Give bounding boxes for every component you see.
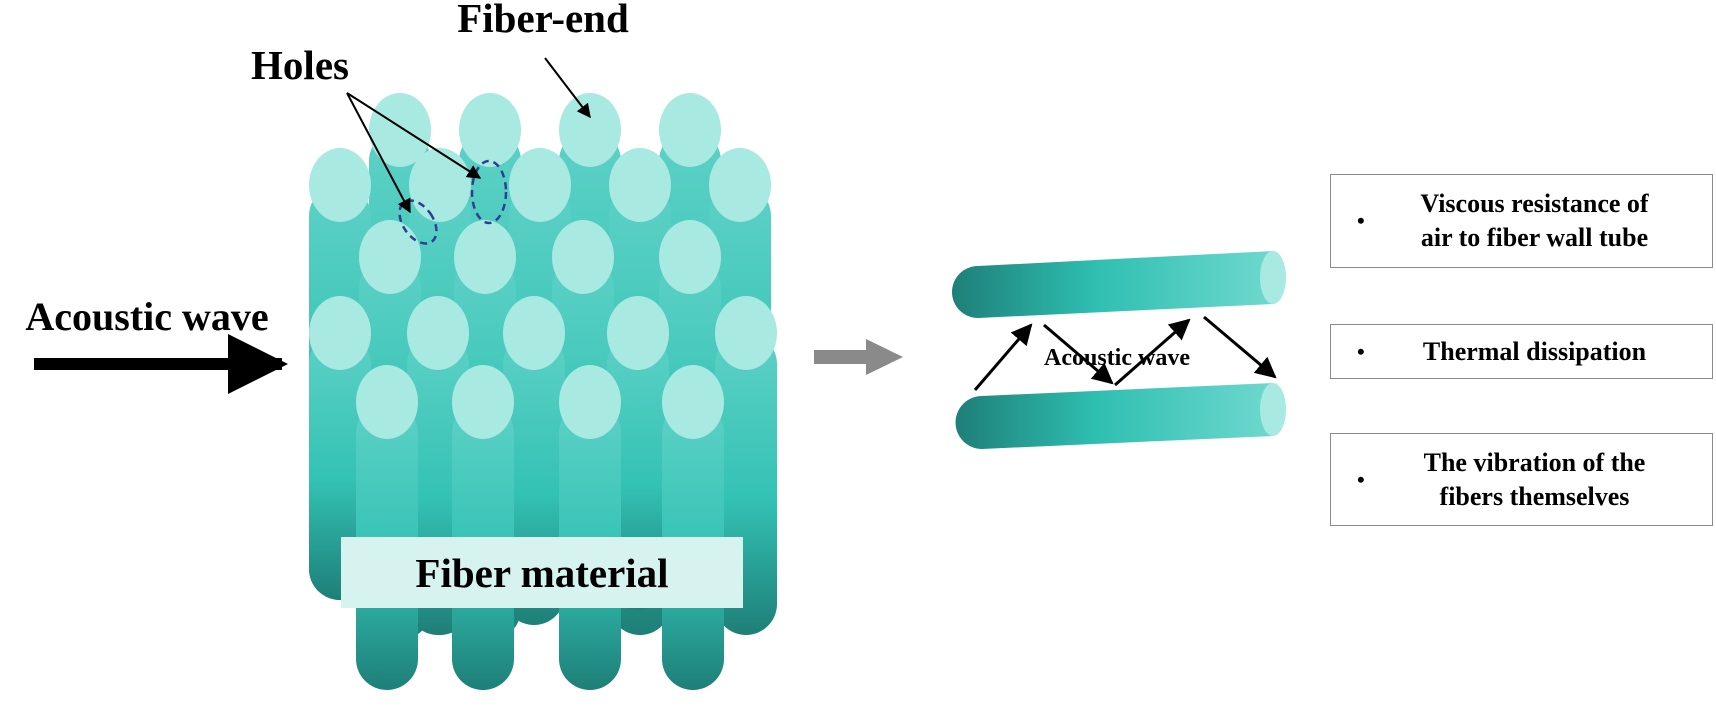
mechanism-box-thermal: • Thermal dissipation [1330, 324, 1713, 379]
holes-arrow-1 [346, 92, 411, 214]
reflection-arrows [973, 315, 1277, 391]
mechanism-box-vibration: • The vibration of the fibers themselves [1330, 433, 1713, 526]
bullet-icon: • [1357, 466, 1365, 492]
hole-1 [398, 199, 438, 245]
bullet-icon: • [1357, 208, 1365, 233]
fiber-end-cap [409, 148, 471, 222]
fiber-end-arrow [544, 57, 591, 119]
fiber-tube-bottom [955, 383, 1286, 449]
fiber-end-cap [309, 148, 371, 222]
inner-acoustic-wave-label: Acoustic wave [1044, 345, 1190, 371]
fiber-end-cap [509, 148, 571, 222]
fiber-end-cap [452, 365, 514, 439]
fiber-end-cap [559, 93, 621, 167]
fiber-body [309, 333, 371, 600]
fiber-tube-top [952, 251, 1286, 318]
hole-2 [470, 159, 508, 225]
fiber-end-cap [609, 148, 671, 222]
fiber-end-cap [607, 296, 669, 370]
mechanism-text-vibration: The vibration of the fibers themselves [1423, 447, 1646, 511]
mechanism-box-viscous: • Viscous resistance of air to fiber wal… [1330, 174, 1713, 268]
bullet-icon: • [1357, 338, 1365, 364]
fiber-end-cap [309, 296, 371, 370]
mechanism-text-viscous: Viscous resistance of air to fiber wall … [1420, 189, 1649, 252]
holes-arrow-2 [346, 92, 482, 179]
fiber-end-cap [709, 148, 771, 222]
fiber-end-label: Fiber-end [457, 0, 629, 41]
fiber-end-cap [715, 296, 777, 370]
fiber-end-cap [407, 296, 469, 370]
connector-arrow [814, 339, 903, 375]
fiber-material-label-bg [341, 537, 743, 608]
fiber-end-cap [659, 93, 721, 167]
fiber-end-cap [662, 365, 724, 439]
fiber-end-cap [503, 296, 565, 370]
fiber-end-cap [552, 220, 614, 294]
fiber-end-cap [359, 220, 421, 294]
mechanism-text-thermal: Thermal dissipation [1422, 336, 1647, 366]
fiber-end-cap [369, 93, 431, 167]
fiber-end-cap [559, 365, 621, 439]
fiber-material-label: Fiber material [415, 550, 668, 596]
fiber-end-cap [356, 365, 418, 439]
fiber-end-cap [459, 93, 521, 167]
fiber-end-cap [454, 220, 516, 294]
acoustic-wave-label: Acoustic wave [25, 294, 268, 339]
holes-label: Holes [251, 42, 349, 88]
fiber-end-cap [659, 220, 721, 294]
